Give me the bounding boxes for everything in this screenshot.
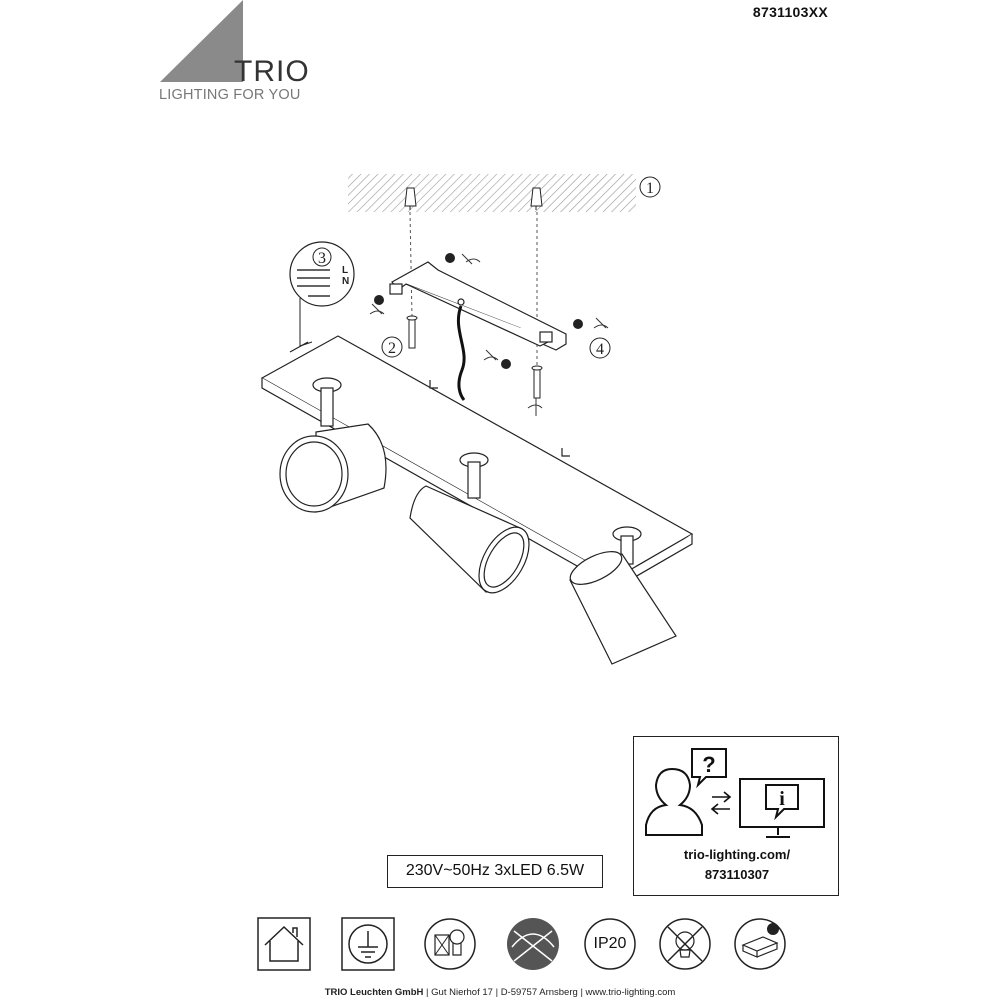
footer-street: Gut Nierhof 17 bbox=[431, 987, 493, 998]
recycling-icon bbox=[733, 917, 787, 971]
screw-right-vertical bbox=[531, 365, 543, 399]
footer-city: D-59757 Arnsberg bbox=[500, 987, 578, 998]
trio-logo-triangle-icon bbox=[160, 0, 243, 82]
step-label-1: 1 bbox=[646, 180, 654, 197]
footer-website[interactable]: www.trio-lighting.com bbox=[585, 987, 676, 998]
footer: TRIO Leuchten GmbH | Gut Nierhof 17 | D-… bbox=[324, 987, 676, 998]
power-wire bbox=[456, 305, 466, 401]
spotlight-3 bbox=[569, 526, 677, 665]
wall-plug-right bbox=[530, 187, 543, 210]
protection-class-1-icon bbox=[341, 917, 395, 971]
screw-left-vertical bbox=[406, 315, 418, 349]
brand-name: TRIO bbox=[234, 55, 310, 88]
mounting-bracket bbox=[389, 261, 567, 351]
assembly-diagram: 1 2 3 4 L N bbox=[260, 174, 694, 665]
step-label-4: 4 bbox=[596, 341, 604, 358]
indoor-use-icon bbox=[257, 917, 311, 971]
person-question-icon bbox=[645, 748, 727, 836]
product-code: 8731103XX bbox=[752, 4, 828, 20]
wiring-label-neutral: N bbox=[342, 276, 349, 287]
ip20-label: IP20 bbox=[593, 935, 627, 952]
monitor-info-icon bbox=[739, 778, 825, 838]
wiring-detail-callout bbox=[289, 241, 355, 347]
small-screw-heads bbox=[374, 253, 583, 369]
no-direct-sunlight-icon bbox=[506, 917, 560, 971]
support-url[interactable]: trio-lighting.com/ bbox=[683, 847, 791, 862]
support-box: ? i trio-lighting.com/ 873110307 bbox=[633, 736, 839, 896]
ceiling-hatch bbox=[348, 174, 636, 212]
wall-plug-left bbox=[404, 187, 417, 210]
exchange-arrows-icon bbox=[710, 791, 732, 815]
wiring-label-live: L bbox=[342, 265, 348, 276]
spotlight-2 bbox=[409, 452, 530, 594]
bulb-replaceable-icon bbox=[423, 917, 477, 971]
spotlight-1 bbox=[279, 377, 387, 513]
svg-text:i: i bbox=[779, 788, 785, 810]
led-not-replaceable-icon bbox=[658, 917, 712, 971]
footer-company: TRIO Leuchten GmbH bbox=[324, 987, 424, 998]
step-label-3: 3 bbox=[318, 250, 326, 267]
support-code: 873110307 bbox=[704, 867, 770, 882]
brand-tagline: LIGHTING FOR YOU bbox=[159, 87, 301, 103]
svg-text:?: ? bbox=[702, 752, 715, 777]
specs-box: 230V~50Hz 3xLED 6.5W bbox=[387, 855, 603, 888]
step-label-2: 2 bbox=[388, 340, 396, 357]
rotation-arrows bbox=[369, 253, 609, 416]
ip20-icon: IP20 bbox=[583, 917, 637, 971]
